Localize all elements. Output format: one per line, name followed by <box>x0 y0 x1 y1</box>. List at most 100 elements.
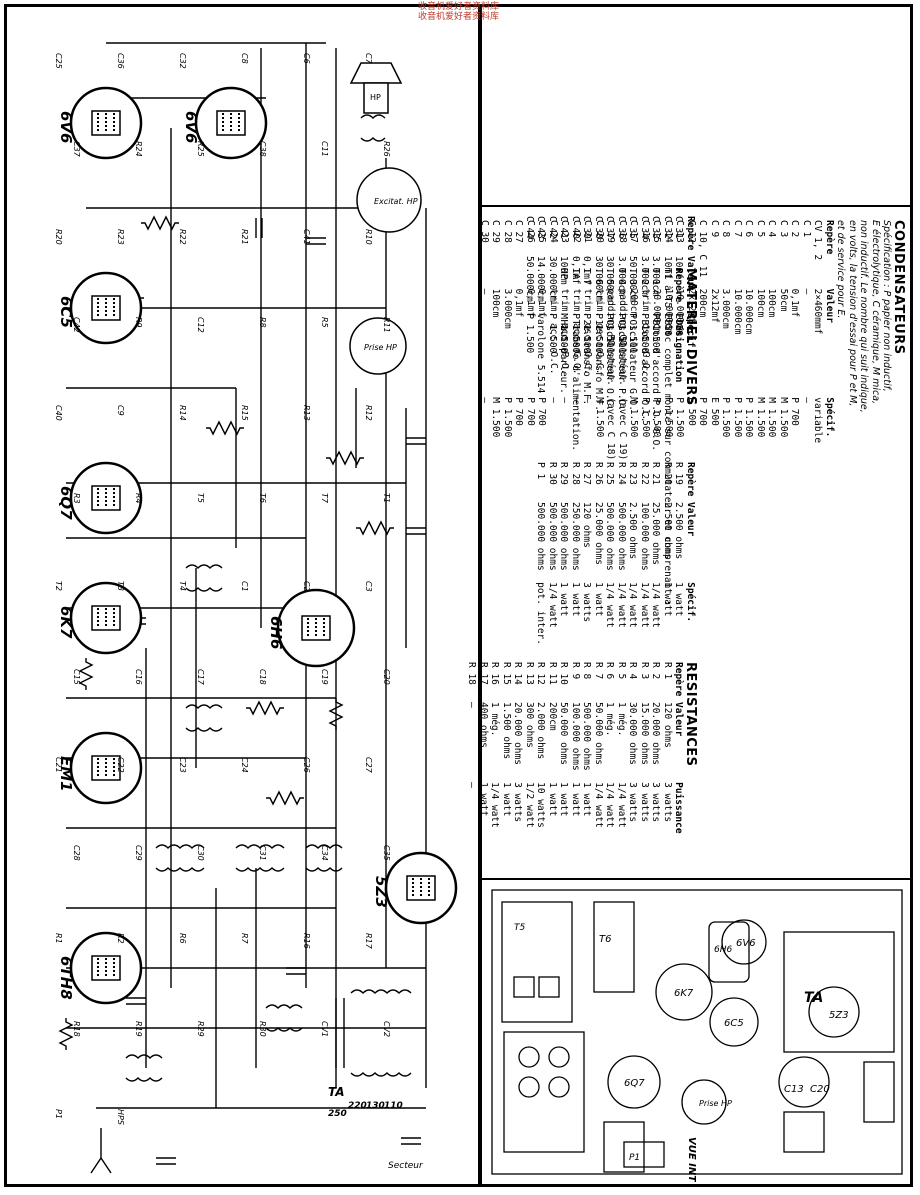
upper-rule <box>482 205 910 207</box>
table-row: T 2 Bloc d'accord O.C. <box>639 268 650 549</box>
vue-ta: TA <box>804 990 823 1006</box>
component-label: C19 <box>320 669 329 685</box>
table-row: CV 1, 2 2×460mmf variable <box>812 220 824 466</box>
component-label: C40 <box>54 405 63 421</box>
component-label: C27 <box>364 757 373 774</box>
resistances-title: RESISTANCES <box>683 662 698 767</box>
vue-interieure: TA C13 C20 5Z3 6V6 6C5 6K7 6Q7 T6 6H6 P1… <box>491 889 903 1182</box>
component-label: C24 <box>240 757 249 773</box>
component-label: C1 <box>240 581 249 592</box>
table-row: C 2 0,1mf P 700 <box>789 220 801 466</box>
component-label: T3 <box>116 581 125 591</box>
resistances-header: Repère Valeur Puissance <box>673 662 685 840</box>
component-label: CV2 <box>382 1021 391 1037</box>
hp-label: HP <box>370 93 381 102</box>
table-row: C 4 100cm M 1.500 <box>766 220 778 466</box>
component-label: R13 <box>302 405 311 421</box>
lower-rule <box>482 878 910 880</box>
component-label: C30 <box>196 845 205 861</box>
page-frame <box>4 4 913 1187</box>
component-label: C22 <box>116 757 125 773</box>
table-row: C 1 — — <box>801 220 812 466</box>
component-label: C38 <box>258 141 267 157</box>
materiel-table-wrap: MATERIEL DIVERS Repère Désignation T1 à … <box>488 266 699 612</box>
component-label: R3 <box>72 493 81 504</box>
materiel-header: Repère Désignation <box>673 268 685 549</box>
component-label: C31 <box>258 845 267 861</box>
component-label: C2 <box>302 581 311 592</box>
table-row: R 8 500.000 ohms 1 watt <box>581 662 593 840</box>
materiel-rows: T1 à T5 Bloc complet monté sur commutate… <box>558 268 674 612</box>
component-label: C16 <box>134 669 143 685</box>
spec-line: non inductif. Le nombre qui suit indique… <box>858 220 870 413</box>
spec-line: en volts, la tension d'essai pour P et M… <box>847 220 858 407</box>
component-label: C11 <box>320 141 329 157</box>
table-row: R 1 120 ohms 3 watts <box>662 662 673 840</box>
table-row: C 8 3.000cm P 1.500 <box>720 220 732 466</box>
component-label: C29 <box>134 845 143 861</box>
component-label: R29 <box>196 1021 205 1037</box>
condensateurs-title: CONDENSATEURS <box>891 220 906 355</box>
vue-6q7: 6Q7 <box>624 1078 645 1089</box>
secteur-label: Secteur <box>388 1161 424 1171</box>
table-row: R 12 2.000 ohms 10 watts <box>535 662 547 840</box>
component-label: C25 <box>54 53 63 69</box>
component-label: C23 <box>178 757 187 773</box>
table-row: R 11 200cm 1 watt <box>547 662 558 840</box>
resistances-table: RESISTANCES Repère Valeur Puissance R 1 … <box>466 662 699 882</box>
tube-5z3: 5Z3 <box>372 851 458 925</box>
table-row: R 4 30.000 ohms 3 watts <box>627 662 639 840</box>
component-label: T4 <box>178 581 187 591</box>
component-label: R24 <box>134 141 143 157</box>
table-row: R 18 — — <box>466 662 478 840</box>
spec-line: Spécification : P papier non inductif, <box>881 220 893 392</box>
component-label: R18 <box>72 1021 81 1037</box>
component-label: C37 <box>72 141 81 158</box>
component-label: R22 <box>178 229 187 245</box>
component-label: C15 <box>72 669 81 685</box>
materiel-title: MATERIEL DIVERS <box>683 268 698 406</box>
component-label: T5 <box>196 493 205 503</box>
component-label: R11 <box>382 317 391 333</box>
materiel-table: MATERIEL DIVERS Repère Désignation T1 à … <box>558 268 699 612</box>
table-row: R 16 1 még. 1/4 watt <box>489 662 501 840</box>
table-row: T 7 2e transfo M.F. <box>581 268 593 549</box>
component-label: C35 <box>382 845 391 861</box>
component-label: T7 <box>320 493 329 504</box>
component-label: R17 <box>364 933 373 950</box>
component-label: R5 <box>320 317 329 328</box>
table-row: T1 à T5 Bloc complet monté sur commutate… <box>662 268 673 612</box>
component-label: R9 <box>134 317 143 328</box>
component-label: R6 <box>178 933 187 944</box>
component-label: CV1 <box>320 1021 329 1037</box>
component-label: R14 <box>178 405 187 421</box>
tube-6v6: 6V6 <box>182 86 268 160</box>
component-label: R25 <box>196 141 205 157</box>
component-label: T2 <box>54 581 63 591</box>
vue-6v6: 6V6 <box>736 938 756 949</box>
svg-text:220: 220 <box>348 1101 367 1111</box>
table-row: R 10 50.000 ohms 1 watt <box>558 662 570 840</box>
vue-c13: C13 <box>784 1084 804 1095</box>
component-label: T1 <box>382 493 391 503</box>
component-label: R20 <box>54 229 63 245</box>
vue-6k7: 6K7 <box>674 988 694 999</box>
condensateurs-header: Repère Valeur Spécif. <box>824 220 835 466</box>
table-row: C 5 100cm M 1.500 <box>755 220 766 466</box>
resistances-rows: R 1 120 ohms 3 watts R 2 20.000 ohms 3 w… <box>466 662 674 882</box>
component-label: R15 <box>240 405 249 421</box>
vue-prise-hp: Prise HP <box>699 1099 732 1108</box>
table-row: R 3 15.000 ohms 3 watts <box>639 662 650 840</box>
spec-line: E électrolytique, C céramique, M mica, <box>870 220 881 405</box>
component-label: R23 <box>116 229 125 245</box>
tube-6h6: 6H6 <box>267 588 356 668</box>
tube-label: 6TH8 <box>57 956 75 1000</box>
table-row: C 7 10.000cm P 1.500 <box>732 220 743 466</box>
table-row: T 1 Bloc d'accord P.O.-G.O. <box>650 268 662 549</box>
table-row: T 5 Oscillateur O.C. <box>604 268 616 549</box>
table-row: R 2 20.000 ohms 3 watts <box>650 662 662 840</box>
component-label: C36 <box>116 53 125 69</box>
tube-label: 6V6 <box>57 111 75 143</box>
